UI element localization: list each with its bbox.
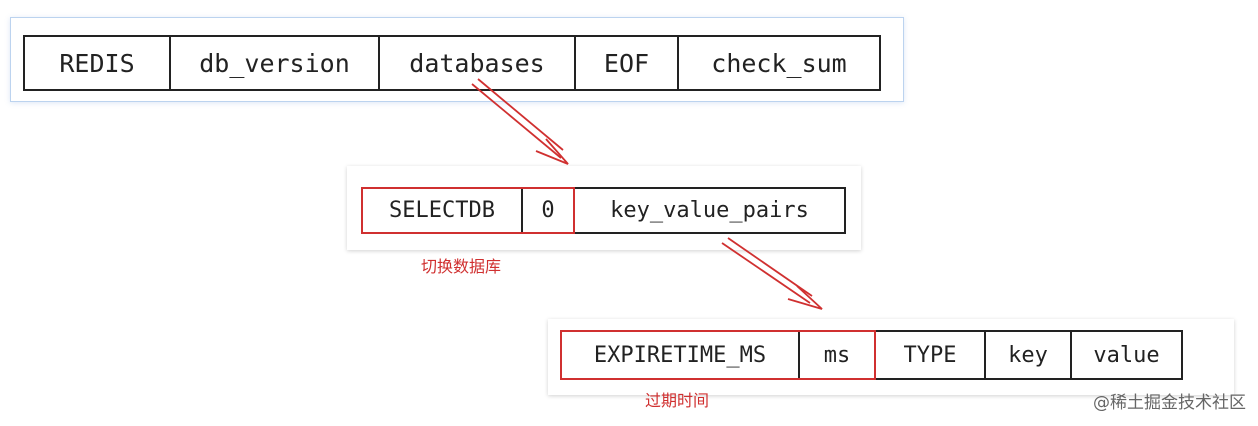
arrow-databases-to-selectdb (471, 78, 569, 165)
field-value: value (1093, 342, 1160, 368)
field-selectdb: SELECTDB (363, 189, 523, 232)
field-key-value-pairs: key_value_pairs (610, 198, 809, 223)
field-type: TYPE (876, 332, 986, 378)
caption-select-db: 切换数据库 (421, 257, 502, 276)
field-db-version: db_version (171, 37, 380, 89)
caption-expire-time: 过期时间 (645, 391, 710, 410)
field-eof: EOF (576, 37, 679, 89)
field-databases: databases (380, 37, 576, 89)
field-redis: REDIS (25, 37, 171, 89)
watermark: @稀土掘金技术社区 (1093, 393, 1246, 413)
rdb-file-panel: REDIS db_version databases EOF check_sum (10, 17, 904, 102)
databases-panel: SELECTDB 0 key_value_pairs (347, 166, 861, 250)
arrow-pairs-to-expiretime (721, 237, 823, 310)
field-key: key (986, 332, 1072, 378)
field-check-sum: check_sum (711, 48, 847, 78)
databases-structure-row: SELECTDB 0 key_value_pairs (361, 187, 846, 234)
rdb-file-structure-row: REDIS db_version databases EOF check_sum (23, 35, 881, 91)
key-value-pair-panel: EXPIRETIME_MS ms TYPE key value (548, 319, 1234, 395)
field-expiretime-ms: EXPIRETIME_MS (562, 332, 800, 378)
